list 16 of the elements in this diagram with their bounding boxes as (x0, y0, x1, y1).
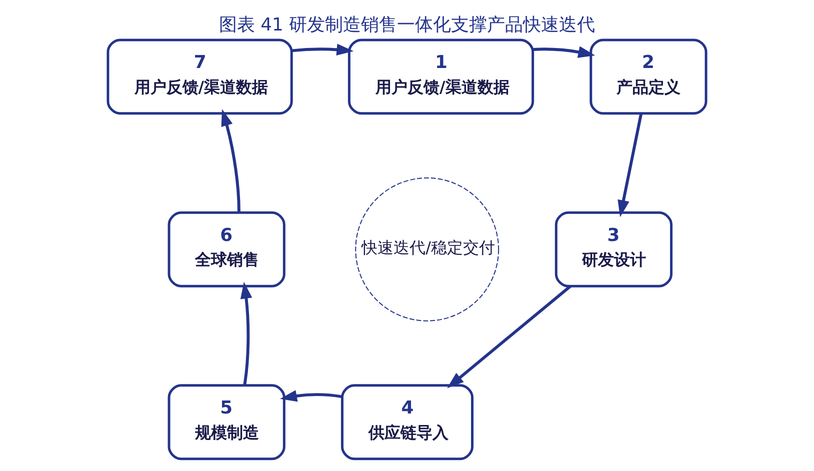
arrow (292, 44, 354, 56)
arrow (240, 282, 252, 386)
node-box: 3 研发设计 (554, 211, 673, 288)
node-box: 4 供应链导入 (341, 384, 474, 460)
arrow (447, 285, 572, 388)
node-box: 7 用户反馈/渠道数据 (106, 38, 293, 115)
node-box: 5 规模制造 (168, 384, 286, 460)
node-circle: 快速迭代/稳定交付 (355, 177, 500, 322)
node-box: 1 用户反馈/渠道数据 (348, 38, 534, 115)
arrow (280, 390, 342, 402)
diagram-title: 图表 41 研发制造销售一体化支撑产品快速迭代 (218, 14, 596, 36)
node-box: 2 产品定义 (590, 38, 708, 115)
arrow (532, 46, 596, 58)
node-box: 6 全球销售 (168, 211, 286, 288)
arrow (221, 109, 240, 213)
arrow (618, 113, 643, 218)
